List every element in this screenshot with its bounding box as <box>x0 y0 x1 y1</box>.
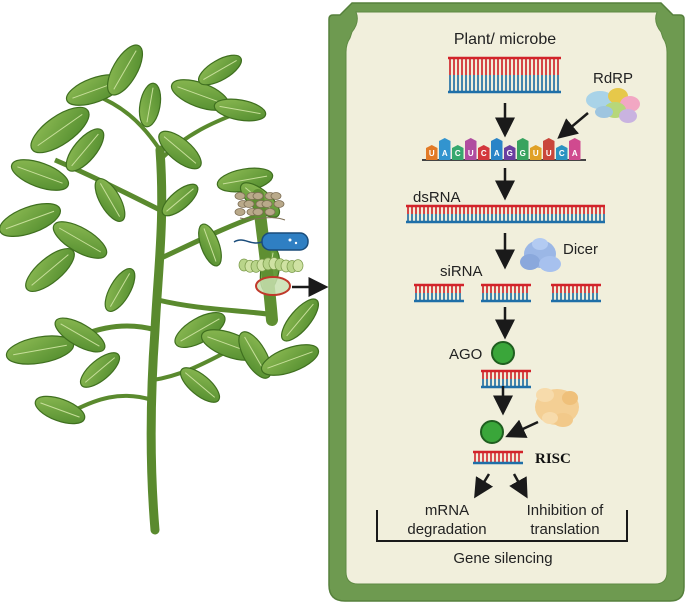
rna-base <box>517 138 529 160</box>
dsrna-strands <box>406 204 605 224</box>
fungal-spore <box>252 208 264 216</box>
rna-base-letter: A <box>572 149 578 158</box>
rna-base <box>569 138 581 160</box>
rna-base-letter: U <box>468 149 474 158</box>
rna-base <box>543 138 555 160</box>
ago-protein-icon <box>491 341 515 365</box>
rna-base-letter: A <box>494 149 500 158</box>
gene-silencing-label: Gene silencing <box>453 550 552 567</box>
rna-base-letter: U <box>546 149 552 158</box>
caterpillar-icon <box>238 257 304 273</box>
rna-base <box>530 145 542 160</box>
rna-base-letter: U <box>429 149 435 158</box>
inhibition-label: Inhibition of <box>527 502 605 519</box>
fungal-spore <box>273 200 285 208</box>
dsrna-duplex <box>406 204 605 224</box>
rna-base <box>426 145 438 160</box>
sirna-label: siRNA <box>440 263 483 280</box>
arrow-rdrp-to-ssrna <box>557 112 589 139</box>
fungal-spore <box>270 192 282 200</box>
infected-tissue-marker <box>255 276 291 296</box>
pathogen-cluster <box>233 192 309 296</box>
degradation-label: degradation <box>407 521 486 538</box>
ago-loaded-icon <box>480 420 504 444</box>
genome-duplex <box>448 56 561 94</box>
rna-base <box>439 138 451 160</box>
rna-base-letter: C <box>455 149 461 158</box>
ago-duplex-strand <box>481 369 531 389</box>
risc-label: RISC <box>535 451 571 467</box>
fungal-spore <box>234 208 246 216</box>
rdrp-label: RdRP <box>593 70 633 87</box>
dsrna-label: dsRNA <box>413 189 461 206</box>
rna-base <box>465 138 477 160</box>
rna-base-letter: G <box>507 149 513 158</box>
sirna-fragment <box>414 283 464 303</box>
flow-arrows <box>474 103 589 499</box>
translation-label: translation <box>530 521 599 538</box>
rna-base <box>478 145 490 160</box>
arrow-risc-protein <box>505 419 539 438</box>
rna-base <box>452 145 464 160</box>
bacterium-icon <box>261 232 309 251</box>
dicer-enzyme-icon <box>520 238 561 272</box>
rna-base-letter: U <box>533 149 539 158</box>
fungal-spore <box>261 200 273 208</box>
genome-dna <box>448 56 561 94</box>
rdrp-enzyme-icon <box>586 88 640 123</box>
rna-base-letter: G <box>520 149 526 158</box>
sirna-fragments <box>414 283 601 303</box>
sirna-fragment <box>551 283 601 303</box>
leaf <box>0 202 61 238</box>
risc-protein-icon <box>535 388 579 427</box>
plant-microbe-label: Plant/ microbe <box>454 31 556 48</box>
arrow-to-inhibition <box>509 473 528 499</box>
arrow-to-mrna-degradation <box>474 473 494 499</box>
ago-label: AGO <box>449 346 482 363</box>
fungal-spore <box>234 192 246 200</box>
fungal-spore <box>252 192 264 200</box>
rna-base <box>491 138 503 160</box>
sirna-fragment <box>481 283 531 303</box>
plant-leaves <box>0 44 320 425</box>
fungal-spore <box>243 200 255 208</box>
risc-guide-strand <box>473 450 523 465</box>
rna-base-letter: C <box>559 149 565 158</box>
rna-base-letter: C <box>481 149 487 158</box>
mrna-label: mRNA <box>425 502 469 519</box>
rna-base-letter: A <box>442 149 448 158</box>
dicer-label: Dicer <box>563 241 598 258</box>
rna-base <box>504 145 516 160</box>
gene-silencing-bracket <box>376 510 628 542</box>
ago-sirna-duplex <box>481 369 531 389</box>
rna-base <box>556 145 568 160</box>
fungal-spore <box>264 208 276 216</box>
